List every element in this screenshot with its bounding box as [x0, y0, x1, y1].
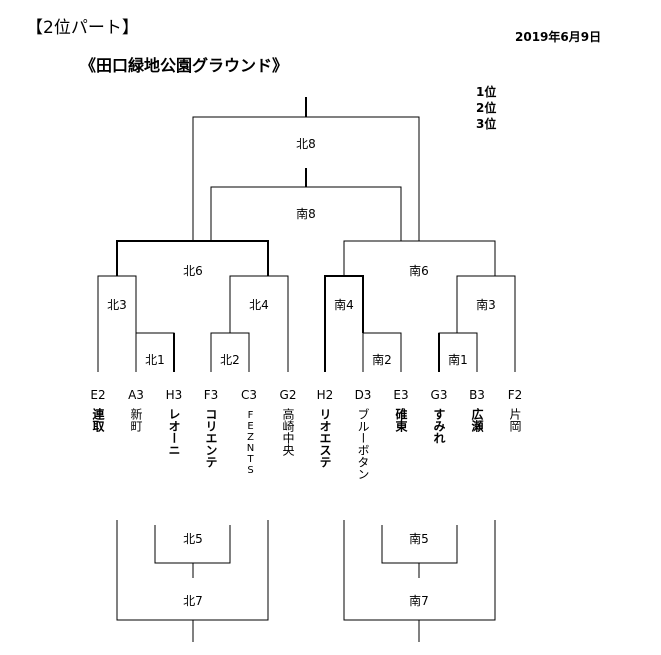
team-name: 高崎中央	[281, 408, 295, 456]
team-code: F3	[203, 388, 219, 402]
match-kita3: 北3	[107, 298, 127, 312]
team-code: E3	[393, 388, 409, 402]
team-name: レオーニ	[167, 408, 181, 456]
event-date: 2019年6月9日	[515, 30, 602, 44]
team-code: C3	[240, 388, 257, 402]
match-kita7: 北7	[183, 594, 203, 608]
match-minami5: 南5	[409, 532, 429, 546]
team-code: G3	[430, 388, 448, 402]
rank-3rd: 3位	[476, 117, 497, 131]
match-minami6: 南6	[409, 264, 429, 278]
page-title: 【2位パート】	[26, 18, 139, 38]
team-name: FEZNTS	[245, 410, 256, 476]
match-kita5: 北5	[183, 532, 203, 546]
match-minami8: 南8	[296, 207, 316, 221]
team-code: H3	[165, 388, 183, 402]
match-kita2: 北2	[220, 353, 240, 367]
venue-name: 《田口緑地公園グラウンド》	[80, 56, 289, 75]
team-code: E2	[90, 388, 106, 402]
team-code: D3	[354, 388, 372, 402]
team-code: H2	[316, 388, 334, 402]
rank-2nd: 2位	[476, 101, 497, 115]
team-name: 碓東	[394, 408, 408, 432]
team-name: リオエステ	[318, 408, 332, 468]
team-name: 片岡	[508, 408, 522, 432]
team-name: コリエンテ	[204, 408, 218, 468]
match-kita8: 北8	[296, 137, 316, 151]
team-code: B3	[469, 388, 485, 402]
team-name: ブルーボタン	[356, 408, 370, 480]
match-minami7: 南7	[409, 594, 429, 608]
team-name: 広瀬	[470, 408, 484, 432]
team-code: G2	[279, 388, 297, 402]
team-name: 連取	[91, 408, 105, 432]
match-kita4: 北4	[249, 298, 269, 312]
match-minami4: 南4	[334, 298, 354, 312]
match-minami3: 南3	[476, 298, 496, 312]
match-kita6: 北6	[183, 264, 203, 278]
team-name: すみれ	[432, 408, 446, 444]
match-minami1: 南1	[448, 353, 468, 367]
match-kita1: 北1	[145, 353, 165, 367]
rank-1st: 1位	[476, 85, 497, 99]
team-code: F2	[507, 388, 523, 402]
team-name: 新町	[129, 408, 143, 432]
match-minami2: 南2	[372, 353, 392, 367]
team-code: A3	[128, 388, 144, 402]
